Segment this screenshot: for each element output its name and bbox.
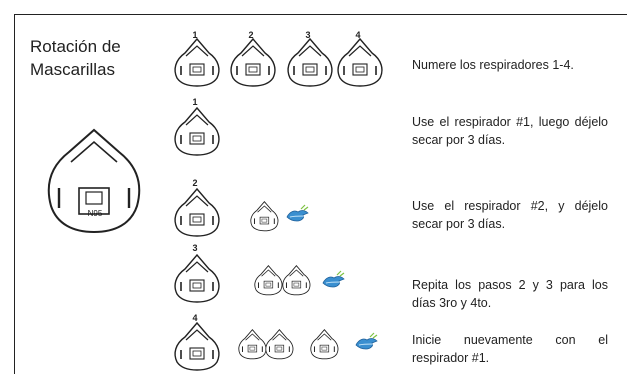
- drying-icon: [322, 270, 345, 288]
- respirator-icon: [230, 38, 276, 87]
- drying-respirator-icon: [282, 265, 311, 296]
- mask-number-label: 4: [355, 30, 361, 40]
- respirator-icon: [174, 38, 220, 87]
- respirator-icon: [174, 322, 220, 371]
- respirator-icon: [337, 38, 383, 87]
- respirator-icon: [287, 38, 333, 87]
- mask-number-label: 2: [192, 178, 198, 188]
- mask-number-label: 1: [192, 97, 198, 107]
- respirator-icon: [174, 254, 220, 303]
- mask-number-label: 3: [305, 30, 311, 40]
- step-instruction: Use el respirador #1, luego déjelo secar…: [412, 115, 608, 147]
- page-frame: [14, 14, 627, 374]
- title-line-1: Rotación de: [30, 37, 121, 56]
- mask-number-label: 3: [192, 243, 198, 253]
- drying-respirator-icon: [250, 201, 279, 232]
- respirator-icon: [174, 188, 220, 237]
- mask-number-label: 2: [248, 30, 254, 40]
- drying-respirator-icon: [254, 265, 283, 296]
- step-instruction: Inicie nuevamente con el respirador #1.: [412, 333, 608, 365]
- drying-respirator-icon: [265, 329, 294, 360]
- page-title: Rotación de Mascarillas: [30, 35, 121, 81]
- step-instruction: Repita los pasos 2 y 3 para los días 3ro…: [412, 278, 608, 310]
- drying-icon: [355, 332, 378, 350]
- mask-number-label: 4: [192, 313, 198, 323]
- drying-respirator-icon: [238, 329, 267, 360]
- title-line-2: Mascarillas: [30, 60, 116, 79]
- mask-number-label: 1: [192, 30, 198, 40]
- drying-icon: [286, 204, 309, 222]
- large-respirator-icon: [44, 128, 144, 243]
- step-instruction: Numere los respiradores 1-4.: [412, 58, 574, 72]
- drying-respirator-icon: [310, 329, 339, 360]
- respirator-icon: [174, 107, 220, 156]
- step-instruction: Use el respirador #2, y déjelo secar por…: [412, 199, 608, 231]
- large-respirator-label: N95: [87, 209, 103, 218]
